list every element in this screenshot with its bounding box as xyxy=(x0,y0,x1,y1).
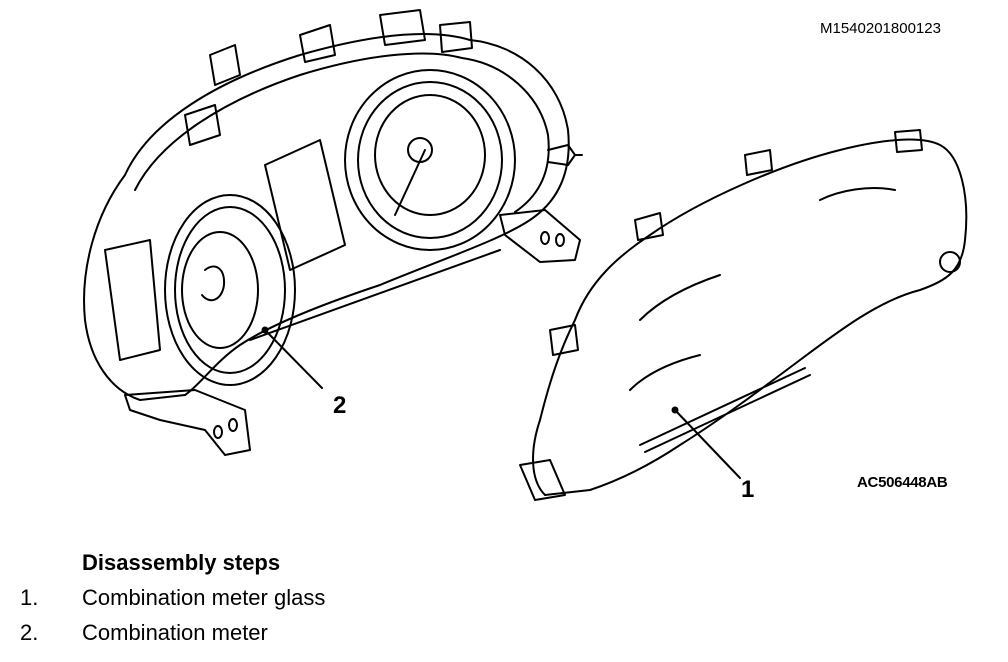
meter-glass-illustration xyxy=(519,129,968,501)
step-item: 1. Combination meter glass xyxy=(20,585,325,611)
step-number: 2. xyxy=(20,620,39,645)
step-item: 2. Combination meter xyxy=(20,620,268,646)
callout-1-label: 1 xyxy=(741,476,755,503)
callout-2-label: 2 xyxy=(333,392,347,419)
step-label: Combination meter xyxy=(82,620,268,645)
document-id: M1540201800123 xyxy=(820,20,941,37)
step-number: 1. xyxy=(20,585,39,610)
steps-title: Disassembly steps xyxy=(82,550,281,575)
figure-id: AC506448AB xyxy=(857,474,948,491)
step-label: Combination meter glass xyxy=(82,585,326,610)
combination-meter-illustration xyxy=(83,9,583,456)
